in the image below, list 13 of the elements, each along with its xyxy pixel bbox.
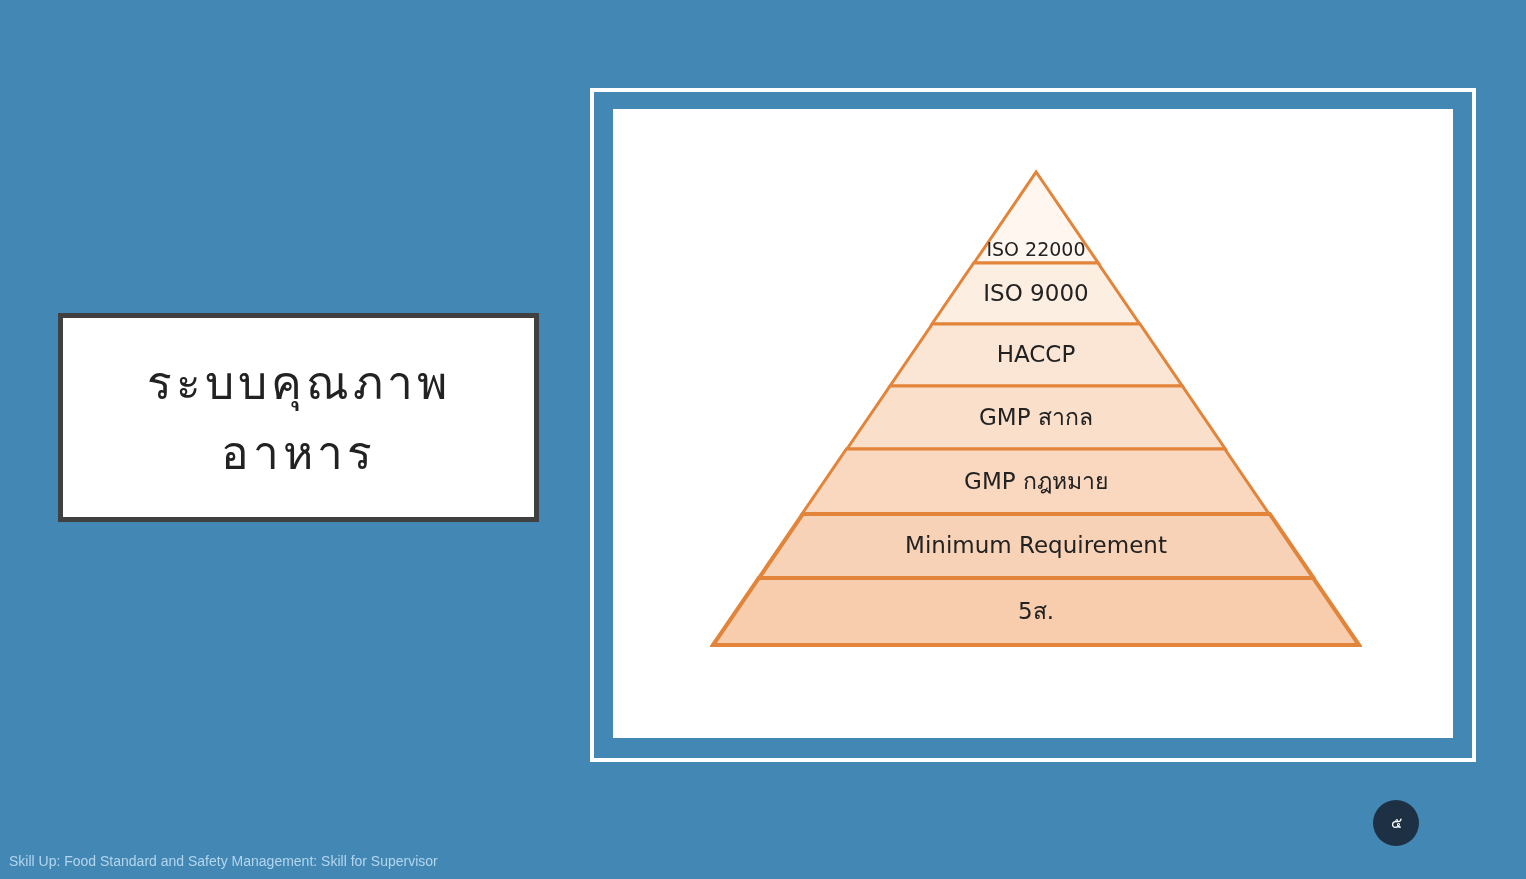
page-number: ๕ (1373, 800, 1419, 846)
layer-label: 5ส. (1017, 596, 1055, 625)
title-text: ระบบคุณภาพอาหาร (145, 354, 452, 482)
footer-text: Skill Up: Food Standard and Safety Management: Skill for Supervisor (9, 853, 438, 869)
pyramid-layer (970, 169, 1102, 266)
layer-label: ISO 9000 (982, 278, 1090, 307)
layer-label: GMP กฎหมาย (963, 466, 1109, 495)
layer-label: Minimum Requirement (904, 531, 1168, 559)
layer-label: ISO 22000 (985, 237, 1087, 262)
pyramid-layer (710, 575, 1362, 648)
title-box (58, 313, 539, 522)
layer-label: HACCP (995, 340, 1077, 368)
layer-label: GMP สากล (978, 402, 1094, 431)
